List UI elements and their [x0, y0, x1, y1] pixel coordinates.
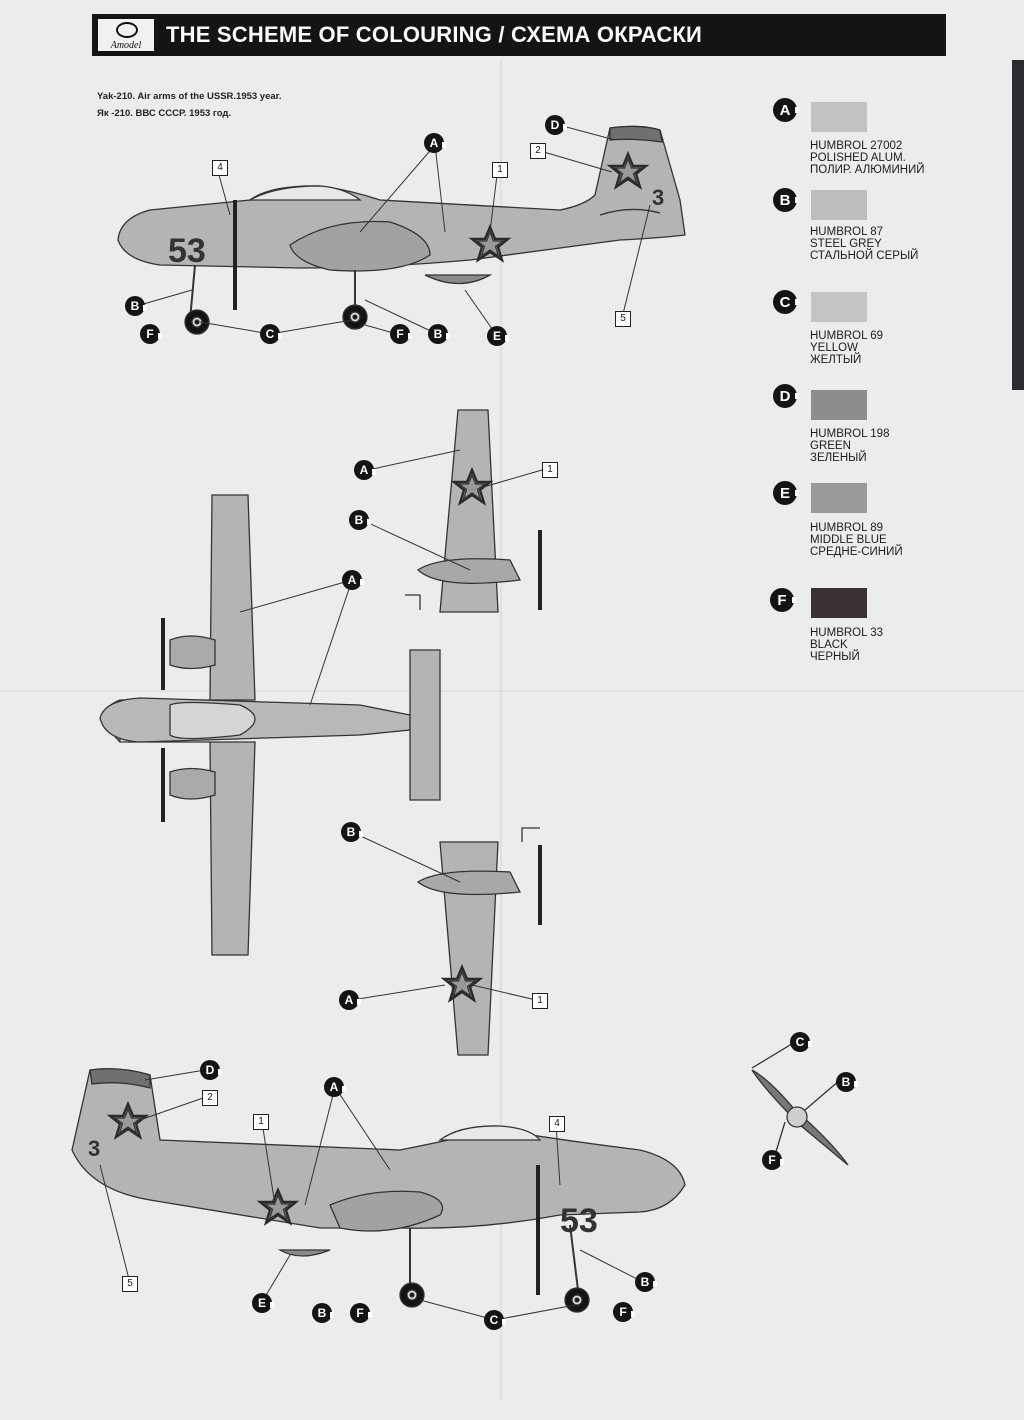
- callout-e: E: [487, 326, 509, 346]
- legend-swatch-a: [811, 102, 867, 132]
- callout-a: A: [339, 990, 361, 1010]
- legend-letter-b: B: [773, 188, 799, 212]
- paper-fold-vertical: [500, 60, 502, 1400]
- amodel-logo: Amodel: [98, 19, 154, 51]
- wing-detail-lower: [416, 827, 542, 1056]
- logo-ring-icon: [116, 22, 138, 38]
- subtitle-english: Yak-210. Air arms of the USSR.1953 year.: [97, 91, 282, 102]
- decal-number-box: 1: [542, 462, 558, 478]
- callout-a: A: [424, 133, 446, 153]
- side-view-left: [117, 125, 686, 335]
- page-title: THE SCHEME OF COLOURING / СХЕМА ОКРАСКИ: [166, 22, 703, 47]
- callout-f: F: [140, 324, 162, 344]
- decal-number-box: 5: [615, 311, 631, 327]
- legend-label-f: HUMBROL 33 BLACK ЧЕРНЫЙ: [810, 627, 884, 663]
- decal-number-box: 4: [212, 160, 228, 176]
- legend-label-e: HUMBROL 89 MIDDLE BLUE СРЕДНЕ-СИНИЙ: [810, 522, 903, 558]
- callout-f: F: [762, 1150, 784, 1170]
- callout-f: F: [390, 324, 412, 344]
- legend-letter-d: D: [773, 384, 799, 408]
- legend-label-d: HUMBROL 198 GREEN ЗЕЛЕНЫЙ: [810, 428, 890, 464]
- legend-label-b: HUMBROL 87 STEEL GREY СТАЛЬНОЙ СЕРЫЙ: [810, 226, 919, 262]
- legend-swatch-c: [811, 292, 867, 322]
- callout-d: D: [545, 115, 567, 135]
- callout-b: B: [349, 510, 371, 530]
- background-edge: [1012, 60, 1024, 390]
- subtitle-russian: Як -210. ВВС СССР. 1953 год.: [97, 108, 232, 119]
- legend-swatch-f: [811, 588, 867, 618]
- plan-view-top: [99, 494, 441, 956]
- legend-label-a: HUMBROL 27002 POLISHED ALUM. ПОЛИР. АЛЮМ…: [810, 140, 925, 176]
- legend-letter-c: C: [773, 290, 799, 314]
- paper-fold-horizontal: [0, 690, 1024, 692]
- callout-b: B: [341, 822, 363, 842]
- callout-d: D: [200, 1060, 222, 1080]
- callout-f: F: [613, 1302, 635, 1322]
- logo-text: Amodel: [110, 40, 142, 51]
- legend-swatch-d: [811, 390, 867, 420]
- tail-number-right: 3: [88, 1136, 100, 1161]
- side-number-right: 53: [560, 1202, 598, 1240]
- callout-b: B: [312, 1303, 334, 1323]
- decal-number-box: 2: [530, 143, 546, 159]
- callout-a: A: [354, 460, 376, 480]
- propeller-detail: [751, 1041, 849, 1166]
- legend-swatch-e: [811, 483, 867, 513]
- side-view-right: [71, 1068, 686, 1313]
- decal-number-box: 2: [202, 1090, 218, 1106]
- callout-b: B: [836, 1072, 858, 1092]
- callout-e: E: [252, 1293, 274, 1313]
- callout-a: A: [324, 1077, 346, 1097]
- legend-label-c: HUMBROL 69 YELLOW ЖЕЛТЫЙ: [810, 330, 884, 366]
- callout-c: C: [484, 1310, 506, 1330]
- callout-c: C: [790, 1032, 812, 1052]
- callout-b: B: [428, 324, 450, 344]
- legend-letter-f: F: [770, 588, 796, 612]
- callout-f: F: [350, 1303, 372, 1323]
- decal-number-box: 5: [122, 1276, 138, 1292]
- decal-number-box: 1: [492, 162, 508, 178]
- callout-c: C: [260, 324, 282, 344]
- legend-swatch-b: [811, 190, 867, 220]
- header-bar: Amodel THE SCHEME OF COLOURING / СХЕМА О…: [92, 14, 946, 56]
- side-number-left: 53: [168, 232, 206, 270]
- decal-number-box: 1: [532, 993, 548, 1009]
- callout-a: A: [342, 570, 364, 590]
- callout-b: B: [635, 1272, 657, 1292]
- callout-b: B: [125, 296, 147, 316]
- wing-detail-upper: [405, 409, 542, 613]
- tail-number-left: 3: [652, 185, 664, 210]
- decal-number-box: 1: [253, 1114, 269, 1130]
- legend-letter-a: A: [773, 98, 799, 122]
- decal-number-box: 4: [549, 1116, 565, 1132]
- legend-letter-e: E: [773, 481, 799, 505]
